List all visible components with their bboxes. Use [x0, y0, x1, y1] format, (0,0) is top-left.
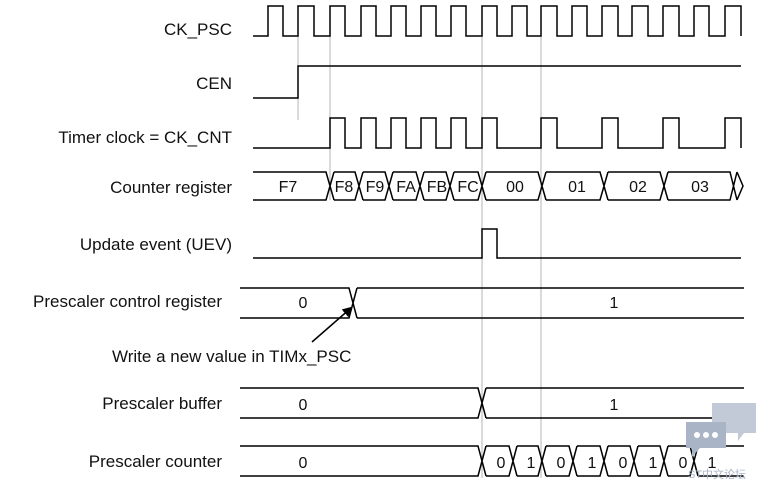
counter-register-bus	[253, 171, 744, 201]
prescaler-counter-value: 1	[527, 455, 536, 472]
prescaler-counter-value: 0	[497, 455, 506, 472]
prescaler-control-bus	[240, 287, 744, 319]
counter-value: 01	[568, 179, 586, 196]
dot-icon	[703, 432, 709, 438]
annotation-arrow	[311, 306, 353, 343]
prescaler-buffer-value: 1	[610, 397, 619, 414]
prescaler-control-label: Prescaler control register	[33, 292, 222, 311]
dot-icon	[694, 432, 700, 438]
prescaler-counter-values: 0 0 1 0 1 0 1 0 1	[299, 455, 717, 472]
cen-label: CEN	[196, 74, 232, 93]
counter-value: FB	[427, 179, 447, 196]
counter-value: F9	[366, 179, 385, 196]
prescaler-buffer-bus	[240, 387, 744, 419]
prescaler-counter-value: 1	[649, 455, 658, 472]
prescaler-counter-bus	[240, 445, 744, 477]
prescaler-counter-value: 0	[557, 455, 566, 472]
prescaler-counter-value: 0	[619, 455, 628, 472]
dot-icon	[712, 432, 718, 438]
ck-psc-label: CK_PSC	[164, 20, 232, 39]
cen-waveform	[253, 65, 741, 99]
uev-waveform	[253, 228, 741, 259]
ck-psc-waveform	[253, 5, 742, 37]
watermark: ST中文论坛	[686, 403, 756, 481]
prescaler-counter-value: 1	[588, 455, 597, 472]
ck-cnt-waveform	[253, 117, 742, 149]
prescaler-control-value: 1	[610, 295, 619, 312]
prescaler-buffer-value: 0	[299, 397, 308, 414]
guide-lines	[297, 10, 542, 478]
prescaler-counter-value: 0	[299, 455, 308, 472]
annotation-text: Write a new value in TIMx_PSC	[112, 347, 351, 366]
uev-label: Update event (UEV)	[80, 235, 232, 254]
watermark-text: ST中文论坛	[688, 467, 746, 481]
counter-value: 00	[506, 179, 524, 196]
counter-value: 02	[629, 179, 647, 196]
counter-value: 03	[691, 179, 709, 196]
counter-value: F8	[335, 179, 354, 196]
counter-value: FC	[457, 179, 478, 196]
prescaler-buffer-label: Prescaler buffer	[102, 394, 222, 413]
signal-labels: CK_PSC CEN Timer clock = CK_CNT Counter …	[33, 20, 232, 471]
counter-register-label: Counter register	[110, 178, 232, 197]
prescaler-counter-value: 0	[679, 455, 688, 472]
prescaler-control-values: 0 1	[299, 295, 619, 312]
prescaler-buffer-values: 0 1	[299, 397, 619, 414]
chat-bubble-icon	[686, 422, 726, 457]
counter-register-values: F7 F8 F9 FA FB FC 00 01 02 03	[279, 179, 709, 196]
prescaler-counter-label: Prescaler counter	[89, 452, 223, 471]
prescaler-control-value: 0	[299, 295, 308, 312]
counter-value: F7	[279, 179, 298, 196]
counter-value: FA	[396, 179, 416, 196]
waveforms	[240, 5, 744, 477]
prescaler-counter-value: 1	[708, 455, 717, 472]
ck-cnt-label: Timer clock = CK_CNT	[58, 128, 232, 147]
